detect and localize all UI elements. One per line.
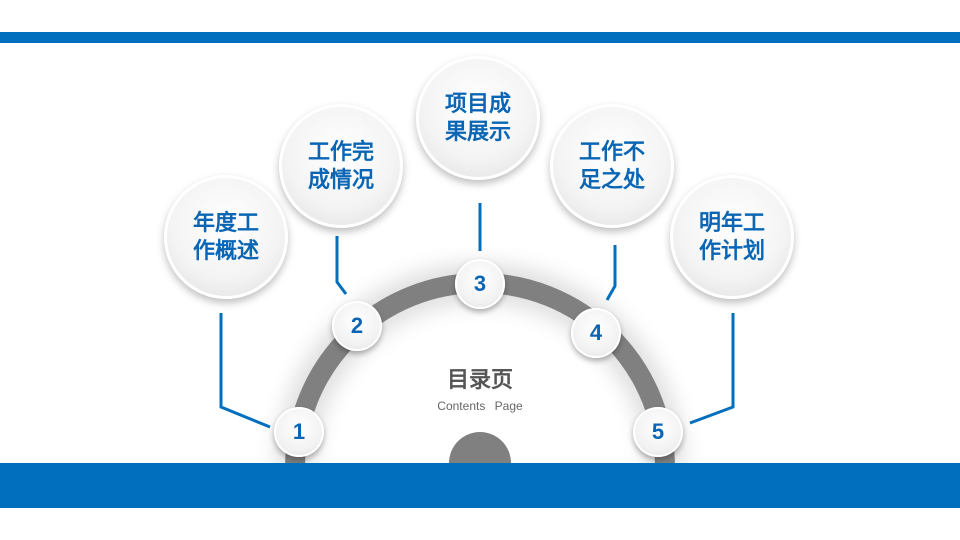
number-badge-2[interactable]: 2	[332, 301, 382, 351]
page-title: 目录页	[446, 367, 513, 392]
bottom-bar	[0, 463, 960, 508]
topic-circle-5[interactable]: 明年工作计划	[670, 175, 794, 299]
connector-5	[689, 313, 735, 425]
connector-2	[335, 236, 348, 295]
topic-circle-2[interactable]: 工作完成情况	[279, 104, 403, 228]
number-badge-3[interactable]: 3	[455, 259, 505, 309]
center-half-circle	[449, 432, 511, 463]
connector-1	[219, 313, 271, 429]
top-bar	[0, 32, 960, 43]
page-subtitle: Contents Page	[437, 399, 523, 413]
connector-4	[605, 245, 617, 301]
topic-circle-3[interactable]: 项目成果展示	[416, 56, 540, 180]
number-badge-4[interactable]: 4	[571, 308, 621, 358]
number-badge-1[interactable]: 1	[274, 407, 324, 457]
topic-circle-1[interactable]: 年度工作概述	[164, 175, 288, 299]
number-badge-5[interactable]: 5	[633, 407, 683, 457]
topic-circle-4[interactable]: 工作不足之处	[550, 104, 674, 228]
